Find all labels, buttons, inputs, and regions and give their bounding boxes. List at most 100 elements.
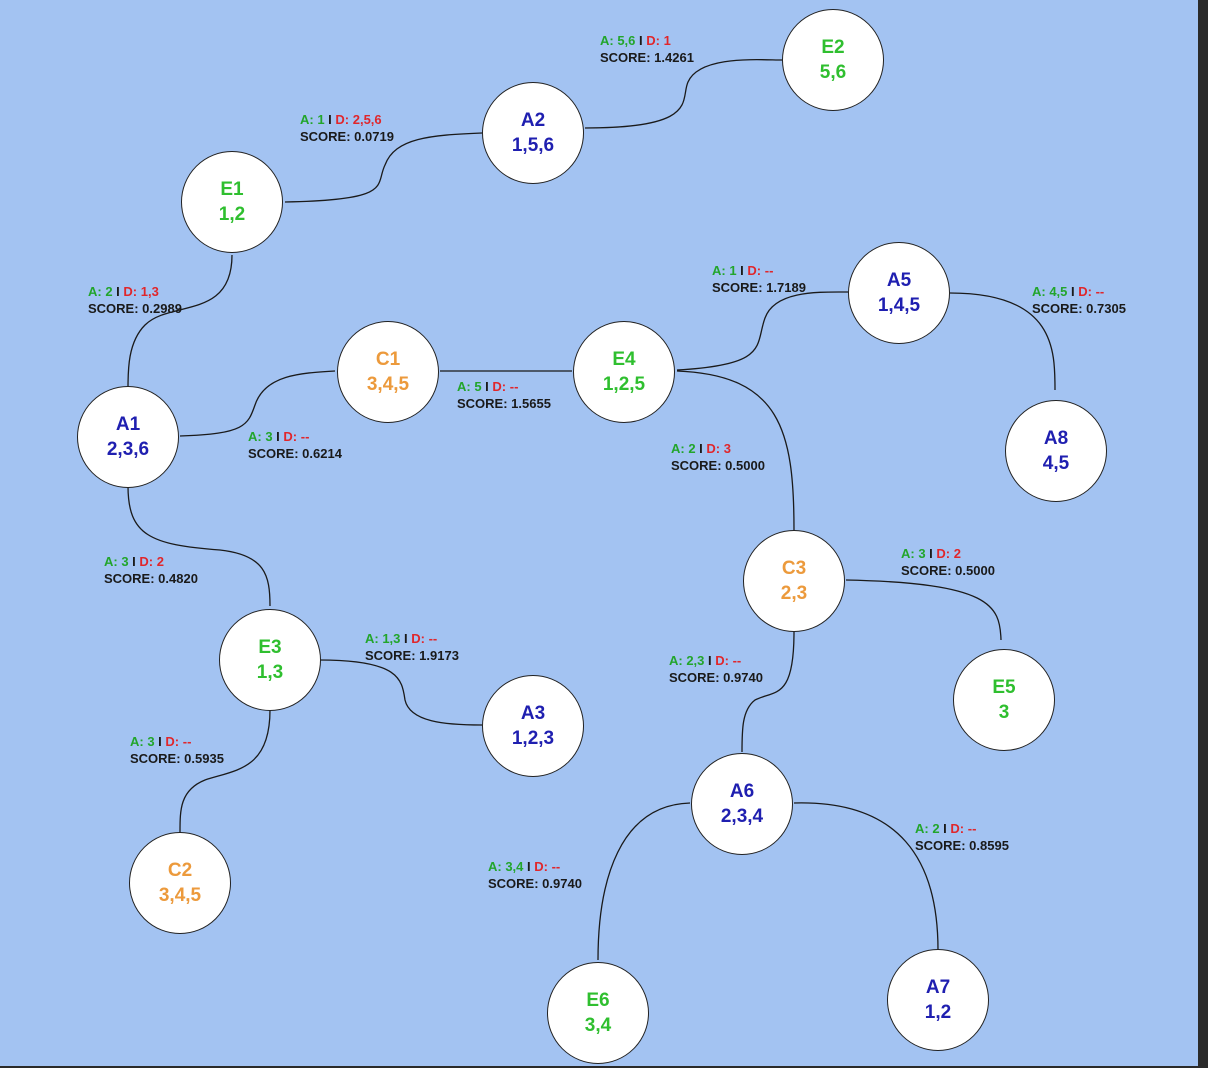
deleted-label: D: -- [411, 631, 438, 646]
node-name: E1 [220, 179, 244, 200]
node-values: 3,4 [584, 1015, 612, 1036]
deleted-label: D: -- [534, 859, 561, 874]
edge-label-a1-c1: A: 3 I D: -- SCORE: 0.6214 [248, 428, 342, 462]
deleted-label: D: 3 [706, 441, 731, 456]
node-name: E4 [612, 349, 636, 370]
node-e1[interactable]: E1 1,2 [181, 151, 283, 253]
edge-label-e4-a5: A: 1 I D: -- SCORE: 1.7189 [712, 262, 806, 296]
node-c3[interactable]: C3 2,3 [743, 530, 845, 632]
score-label: SCORE: 0.9740 [669, 670, 763, 685]
edge-label-e3-a3: A: 1,3 I D: -- SCORE: 1.9173 [365, 630, 459, 664]
node-a7[interactable]: A7 1,2 [887, 949, 989, 1051]
score-label: SCORE: 0.5000 [671, 458, 765, 473]
node-e4[interactable]: E4 1,2,5 [573, 321, 675, 423]
added-label: A: 2 [671, 441, 696, 456]
score-label: SCORE: 0.8595 [915, 838, 1009, 853]
added-label: A: 3 [104, 554, 129, 569]
edge-a5-a8 [949, 292, 1056, 391]
score-label: SCORE: 0.9740 [488, 876, 582, 891]
separator: I [1067, 284, 1079, 299]
separator: I [695, 441, 707, 456]
separator: I [112, 284, 124, 299]
edge-label-a5-a8: A: 4,5 I D: -- SCORE: 0.7305 [1032, 283, 1126, 317]
node-values: 1,2 [924, 1002, 952, 1023]
edge-e1-a2 [284, 132, 483, 203]
deleted-label: D: 2 [139, 554, 164, 569]
node-a2[interactable]: A2 1,5,6 [482, 82, 584, 184]
added-label: A: 2 [88, 284, 113, 299]
node-name: A2 [520, 110, 546, 131]
edge-label-a6-e6: A: 3,4 I D: -- SCORE: 0.9740 [488, 858, 582, 892]
separator: I [324, 112, 336, 127]
node-values: 2,3,6 [106, 439, 150, 460]
score-label: SCORE: 0.7305 [1032, 301, 1126, 316]
edge-e3-c2 [179, 709, 271, 833]
separator: I [635, 33, 647, 48]
score-label: SCORE: 0.6214 [248, 446, 342, 461]
node-c1[interactable]: C1 3,4,5 [337, 321, 439, 423]
separator: I [154, 734, 166, 749]
node-values: 1,3 [256, 662, 284, 683]
node-name: A8 [1043, 428, 1069, 449]
separator: I [272, 429, 284, 444]
node-e6[interactable]: E6 3,4 [547, 962, 649, 1064]
node-name: E3 [258, 637, 282, 658]
added-label: A: 3 [248, 429, 273, 444]
edge-e4-c3 [676, 370, 795, 531]
deleted-label: D: -- [1078, 284, 1105, 299]
separator: I [128, 554, 140, 569]
node-name: A5 [886, 270, 912, 291]
node-name: C1 [375, 349, 401, 370]
score-label: SCORE: 1.4261 [600, 50, 694, 65]
node-e2[interactable]: E2 5,6 [782, 9, 884, 111]
node-c2[interactable]: C2 3,4,5 [129, 832, 231, 934]
node-a3[interactable]: A3 1,2,3 [482, 675, 584, 777]
edge-e3-a3 [319, 659, 483, 726]
node-e5[interactable]: E5 3 [953, 649, 1055, 751]
separator: I [481, 379, 493, 394]
node-values: 2,3,4 [720, 806, 764, 827]
separator: I [400, 631, 412, 646]
edge-label-c1-e4: A: 5 I D: -- SCORE: 1.5655 [457, 378, 551, 412]
score-label: SCORE: 0.5935 [130, 751, 224, 766]
deleted-label: D: -- [747, 263, 774, 278]
node-name: A1 [115, 414, 141, 435]
node-name: C2 [167, 860, 193, 881]
deleted-label: D: -- [715, 653, 742, 668]
separator: I [704, 653, 716, 668]
node-values: 3 [998, 702, 1010, 723]
score-label: SCORE: 1.9173 [365, 648, 459, 663]
edge-a2-e2 [584, 58, 783, 129]
edge-label-c3-a6: A: 2,3 I D: -- SCORE: 0.9740 [669, 652, 763, 686]
edge-e1-a1 [127, 254, 233, 389]
edge-label-a2-e2: A: 5,6 I D: 1 SCORE: 1.4261 [600, 32, 694, 66]
node-values: 1,2,5 [602, 374, 646, 395]
separator: I [523, 859, 535, 874]
node-a8[interactable]: A8 4,5 [1005, 400, 1107, 502]
added-label: A: 5 [457, 379, 482, 394]
edge-label-c3-e5: A: 3 I D: 2 SCORE: 0.5000 [901, 545, 995, 579]
node-a5[interactable]: A5 1,4,5 [848, 242, 950, 344]
deleted-label: D: -- [950, 821, 977, 836]
node-name: C3 [781, 558, 807, 579]
node-name: A7 [925, 977, 951, 998]
score-label: SCORE: 1.7189 [712, 280, 806, 295]
node-values: 1,2 [218, 204, 246, 225]
node-values: 3,4,5 [158, 885, 202, 906]
edge-e4-a5 [676, 291, 849, 371]
separator: I [925, 546, 937, 561]
added-label: A: 1 [712, 263, 737, 278]
node-name: A6 [729, 781, 755, 802]
node-name: E6 [586, 990, 610, 1011]
score-label: SCORE: 0.0719 [300, 129, 394, 144]
edge-label-e4-c3: A: 2 I D: 3 SCORE: 0.5000 [671, 440, 765, 474]
node-name: E2 [821, 37, 845, 58]
score-label: SCORE: 0.5000 [901, 563, 995, 578]
node-a1[interactable]: A1 2,3,6 [77, 386, 179, 488]
added-label: A: 5,6 [600, 33, 636, 48]
node-a6[interactable]: A6 2,3,4 [691, 753, 793, 855]
node-e3[interactable]: E3 1,3 [219, 609, 321, 711]
score-label: SCORE: 0.4820 [104, 571, 198, 586]
deleted-label: D: -- [283, 429, 310, 444]
